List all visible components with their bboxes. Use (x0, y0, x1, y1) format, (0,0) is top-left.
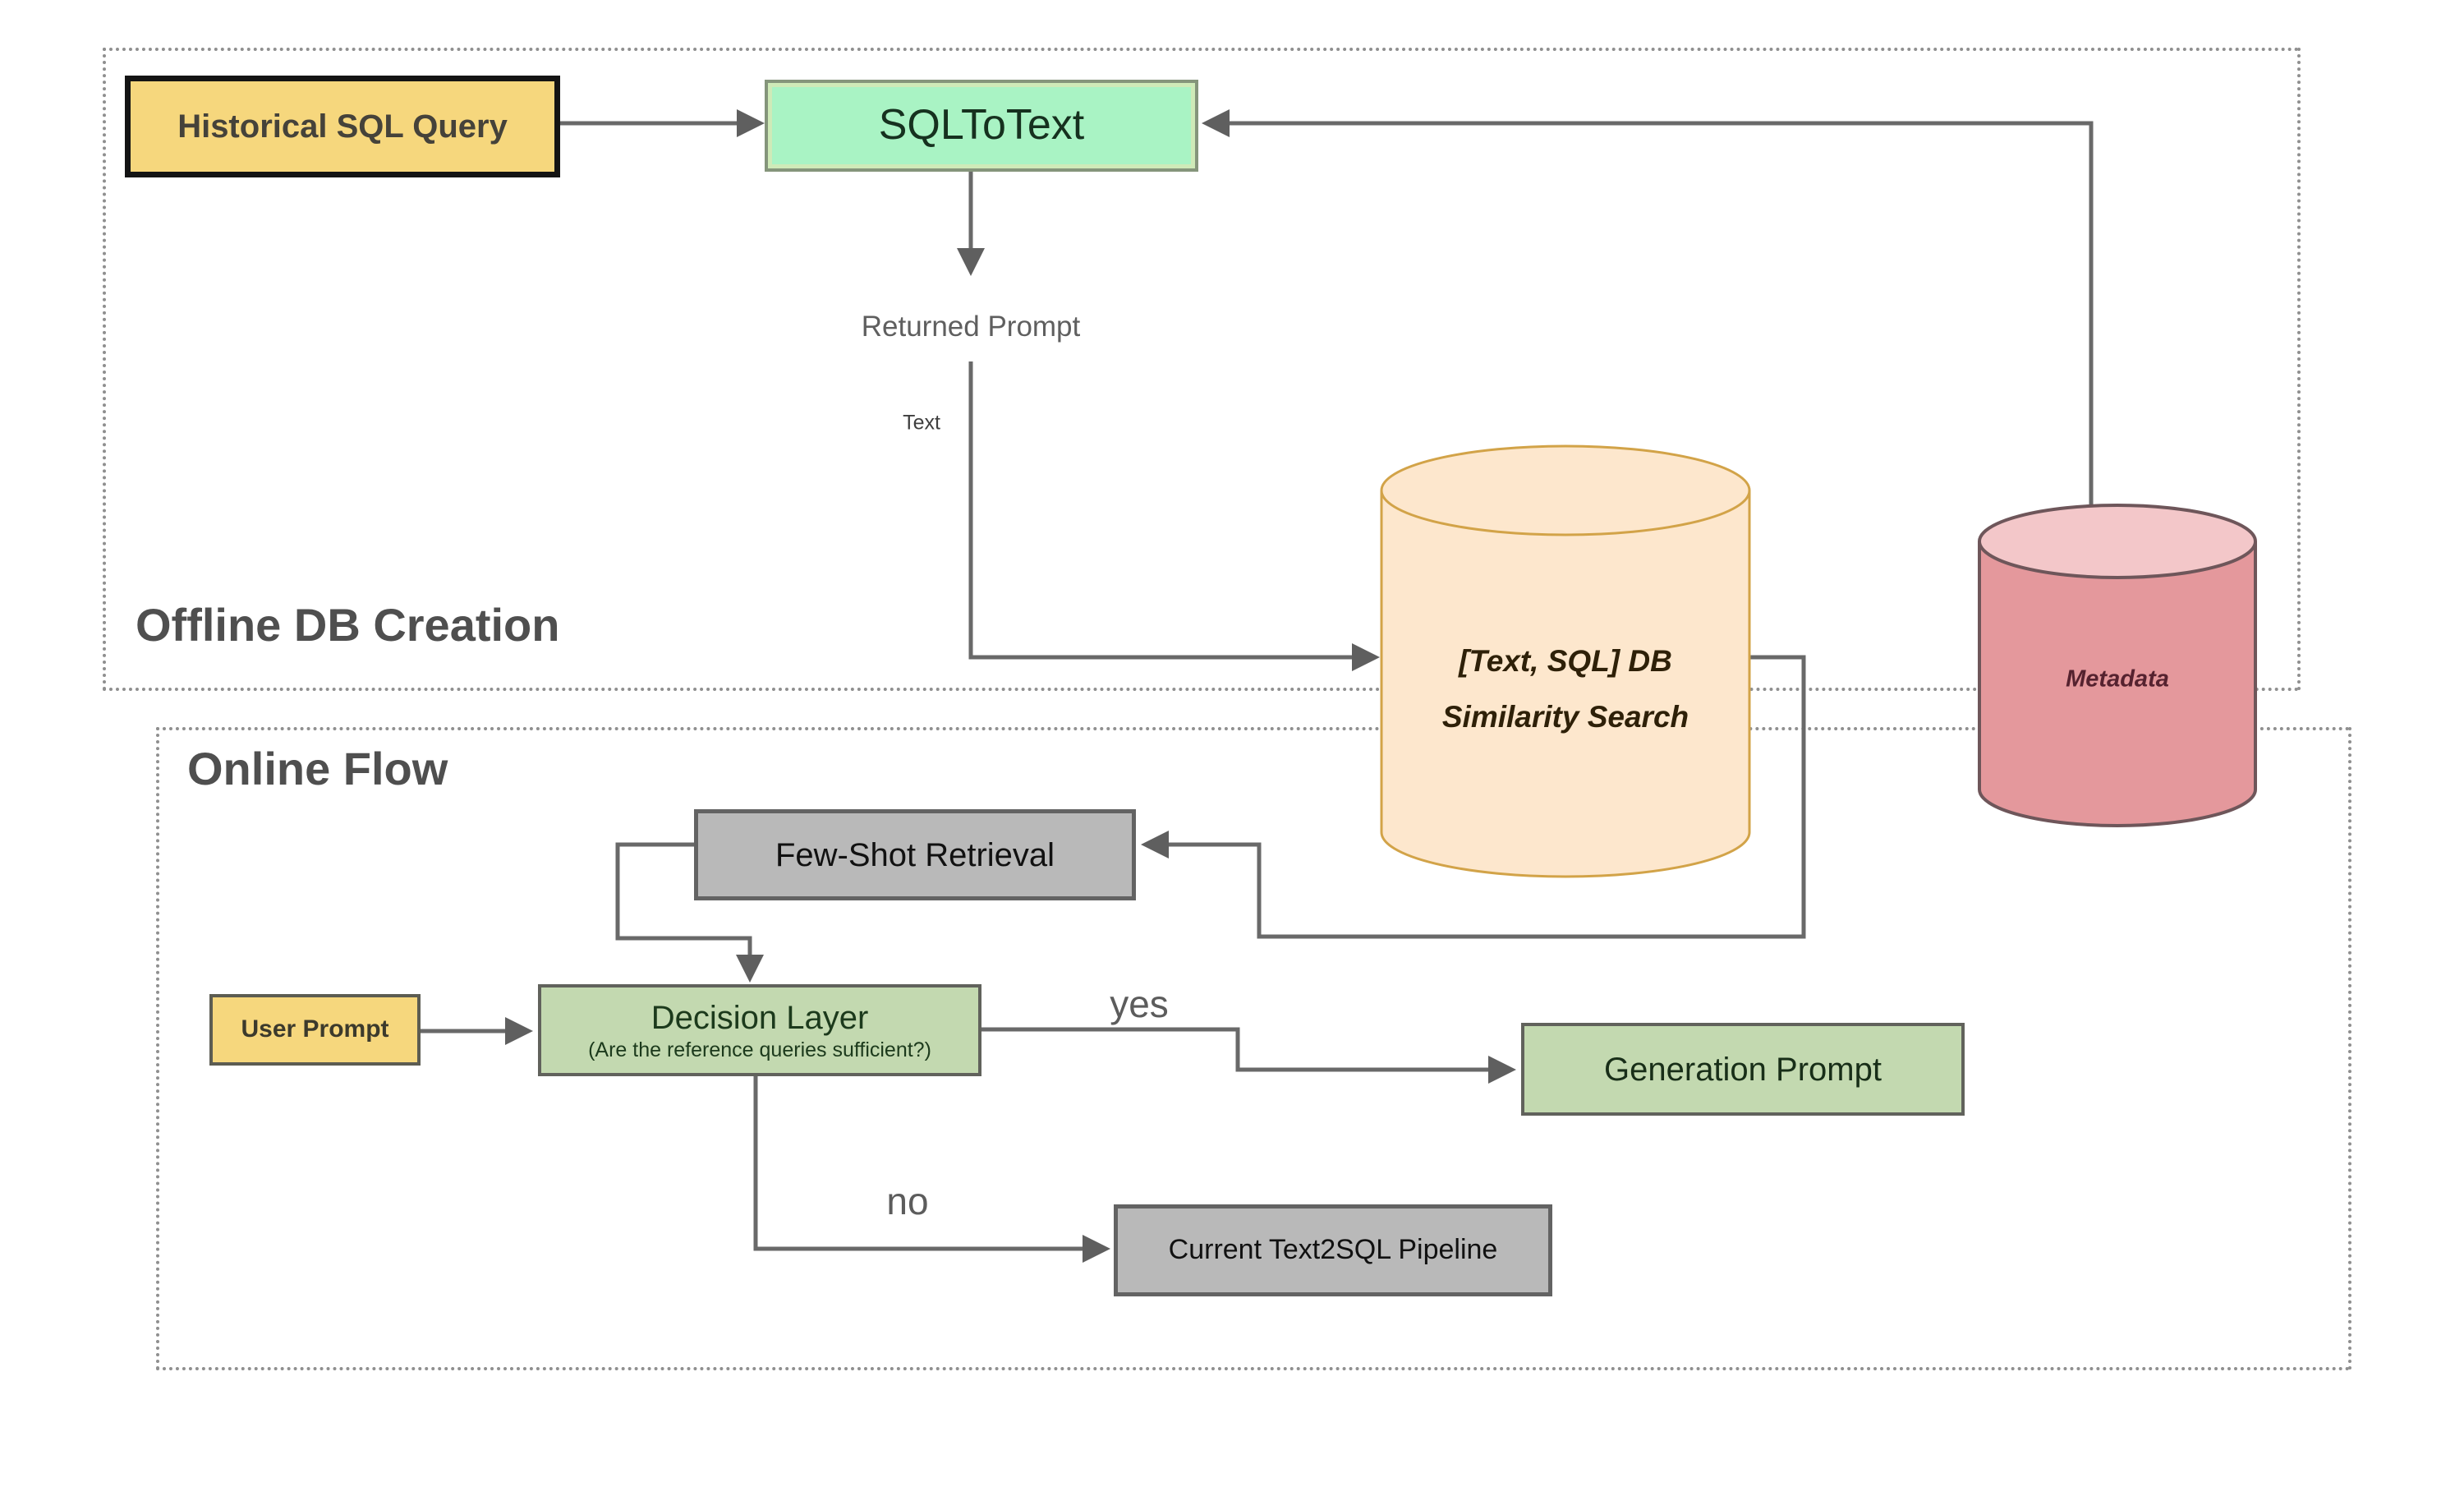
decision-layer-sublabel: (Are the reference queries sufficient?) (588, 1038, 931, 1061)
online-section-border (156, 727, 2351, 1370)
arrowhead-into-generation (1488, 1056, 1516, 1084)
arrowhead-into-db (1352, 643, 1380, 671)
few-shot-retrieval-node: Few-Shot Retrieval (694, 809, 1136, 900)
returned-prompt-label: Returned Prompt (861, 311, 1081, 343)
text-sql-db-label-line2: Similarity Search (1441, 700, 1689, 734)
arrowhead-returned-prompt (957, 248, 985, 276)
no-edge-label: no (886, 1180, 929, 1222)
text-sql-db-cylinder (1380, 444, 1751, 878)
historical-sql-query-node: Historical SQL Query (125, 76, 560, 177)
edge-yes-to-generation (981, 1027, 1490, 1072)
arrowhead-into-decision-top (736, 955, 764, 983)
edge-metadata-to-sqltotext (1230, 121, 2094, 513)
historical-sql-query-label: Historical SQL Query (177, 108, 508, 145)
generation-prompt-node: Generation Prompt (1521, 1023, 1965, 1116)
current-text2sql-pipeline-label: Current Text2SQL Pipeline (1168, 1234, 1498, 1266)
edge-db-to-fewshot (1167, 655, 1806, 939)
edge-no-to-pipeline (753, 1076, 1084, 1251)
sqltotext-node: SQLToText (765, 80, 1198, 172)
arrowhead-into-sqltotext-left (737, 109, 765, 137)
metadata-cylinder (1978, 504, 2257, 827)
sqltotext-label: SQLToText (878, 101, 1085, 150)
arrowhead-into-pipeline (1083, 1235, 1110, 1263)
arrowhead-into-decision-left (505, 1017, 533, 1045)
user-prompt-node: User Prompt (209, 994, 421, 1066)
user-prompt-label: User Prompt (241, 1015, 389, 1043)
text-sql-db-label-line1: [Text, SQL] DB (1459, 644, 1672, 678)
arrowhead-into-fewshot (1141, 831, 1169, 859)
few-shot-retrieval-label: Few-Shot Retrieval (775, 836, 1055, 873)
offline-section-title: Offline DB Creation (136, 599, 560, 651)
generation-prompt-label: Generation Prompt (1604, 1051, 1882, 1088)
text-edge-label: Text (903, 411, 940, 435)
decision-layer-label: Decision Layer (650, 999, 869, 1036)
decision-layer-node: Decision Layer (Are the reference querie… (538, 984, 981, 1076)
metadata-label: Metadata (2066, 665, 2169, 693)
arrowhead-into-sqltotext-right (1202, 109, 1230, 137)
current-text2sql-pipeline-node: Current Text2SQL Pipeline (1114, 1204, 1552, 1296)
online-section-title: Online Flow (187, 743, 448, 794)
edge-text-to-db (968, 361, 1355, 660)
yes-edge-label: yes (1110, 983, 1169, 1025)
edge-fewshot-to-decision (615, 842, 752, 956)
offline-section-border (103, 48, 2301, 691)
